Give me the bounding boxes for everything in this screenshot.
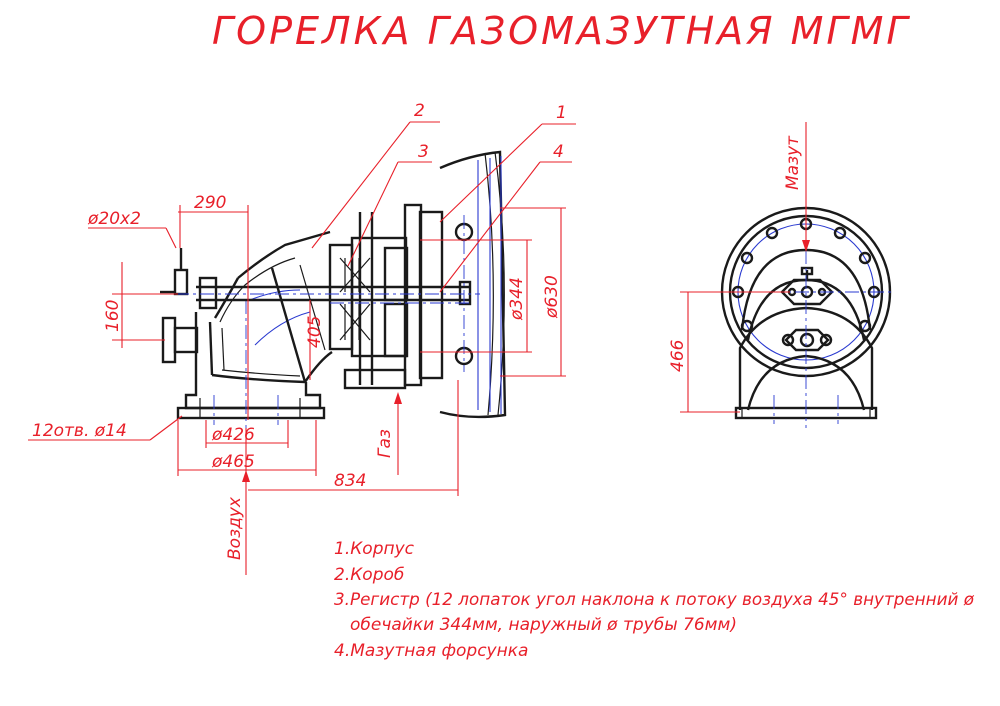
side-view: 2 3 1 4 ø20x2 290 160 405 ø344 ø630 12от…: [28, 101, 576, 575]
front-view-dimensions: [680, 122, 810, 413]
gas-nozzle-block: [784, 328, 830, 352]
register-assembly: [328, 203, 444, 390]
air-box-elbow: [208, 230, 333, 384]
dim-pipe-size: ø20x2: [87, 209, 141, 229]
parts-legend: 1.Корпус 2.Короб 3.Регистр (12 лопаток у…: [334, 539, 975, 661]
dim-344: ø344: [507, 277, 527, 321]
callout-4: 4: [553, 142, 564, 162]
front-view: 466 Мазут: [668, 122, 895, 428]
drawing-title: ГОРЕЛКА ГАЗОМАЗУТНАЯ МГМГ: [212, 9, 911, 53]
dim-160: 160: [103, 300, 123, 332]
legend-item-2: 2.Короб: [334, 565, 404, 585]
oil-lance: [150, 248, 480, 310]
callout-3: 3: [418, 142, 429, 162]
dim-466: 466: [668, 339, 688, 372]
dim-holes: 12отв. ø14: [32, 421, 127, 441]
legend-item-1: 1.Корпус: [334, 539, 415, 559]
dim-630: ø630: [542, 275, 562, 319]
dim-465: ø465: [211, 452, 255, 472]
air-inlet: [176, 300, 326, 428]
dim-405: 405: [305, 316, 325, 348]
casing-outline: [439, 150, 507, 419]
legend-item-3-cont: обечайки 344мм, наружный ø трубы 76мм): [350, 615, 737, 635]
legend-item-4: 4.Мазутная форсунка: [334, 641, 528, 661]
dim-426: ø426: [211, 425, 255, 445]
callout-1: 1: [556, 103, 567, 123]
label-fuel-oil: Мазут: [783, 135, 803, 190]
callout-2: 2: [414, 101, 425, 121]
legend-item-3: 3.Регистр (12 лопаток угол наклона к пот…: [334, 590, 975, 610]
side-branch-pipe: [161, 316, 199, 364]
side-view-dimensions: [28, 121, 576, 575]
label-air: Воздух: [225, 496, 245, 560]
label-gas: Газ: [375, 429, 395, 458]
inlet-flange: [176, 406, 326, 420]
dim-290: 290: [194, 193, 226, 213]
dim-834: 834: [334, 471, 366, 491]
